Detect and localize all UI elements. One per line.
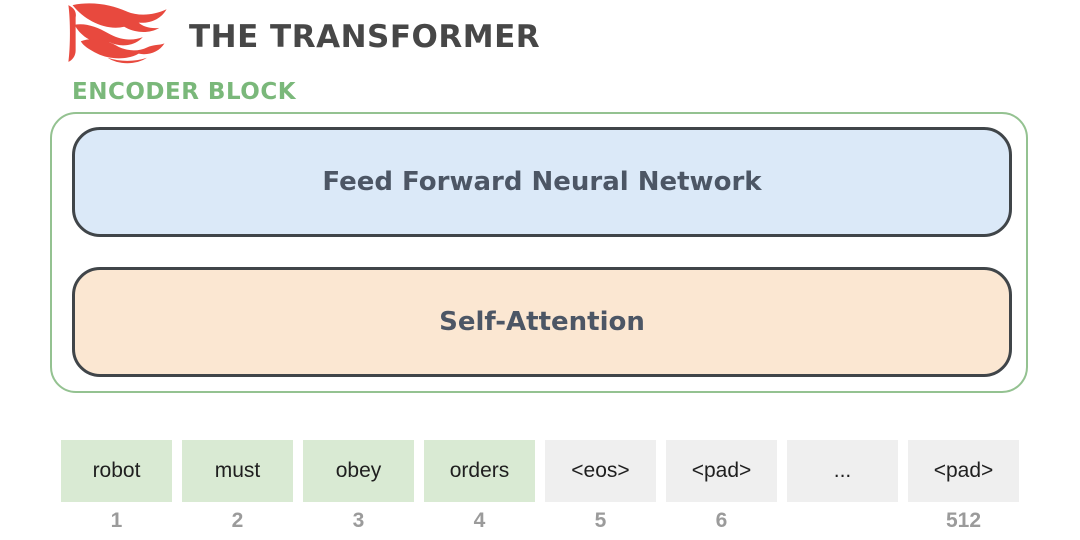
self-attention-layer-box: Self-Attention bbox=[72, 267, 1012, 377]
input-token-row: robot 1 must 2 obey 3 orders 4 <eos> 5 <… bbox=[61, 440, 1019, 533]
token-cell: <pad> bbox=[666, 440, 777, 502]
token-position-index: 5 bbox=[594, 509, 607, 532]
token-column: orders 4 bbox=[424, 440, 535, 533]
encoder-block-label: ENCODER BLOCK bbox=[72, 79, 297, 105]
token-position-index: 6 bbox=[715, 509, 728, 532]
token-position-index: 1 bbox=[110, 509, 123, 532]
token-column: must 2 bbox=[182, 440, 293, 533]
token-cell: robot bbox=[61, 440, 172, 502]
token-position-index: 4 bbox=[473, 509, 486, 532]
token-column: robot 1 bbox=[61, 440, 172, 533]
page-title: THE TRANSFORMER bbox=[189, 19, 541, 55]
flame-logo-icon bbox=[68, 3, 167, 64]
token-column: <eos> 5 bbox=[545, 440, 656, 533]
token-cell: obey bbox=[303, 440, 414, 502]
feed-forward-layer-box: Feed Forward Neural Network bbox=[72, 127, 1012, 237]
token-column: <pad> 6 bbox=[666, 440, 777, 533]
token-cell: must bbox=[182, 440, 293, 502]
token-cell: ... bbox=[787, 440, 898, 502]
encoder-block-container: Feed Forward Neural Network Self-Attenti… bbox=[50, 112, 1028, 393]
token-column: obey 3 bbox=[303, 440, 414, 533]
token-position-index: 3 bbox=[352, 509, 365, 532]
token-column: <pad> 512 bbox=[908, 440, 1019, 533]
token-position-index: 512 bbox=[945, 509, 982, 532]
token-cell: orders bbox=[424, 440, 535, 502]
token-cell: <eos> bbox=[545, 440, 656, 502]
token-column: ... bbox=[787, 440, 898, 533]
token-position-index: 2 bbox=[231, 509, 244, 532]
token-cell: <pad> bbox=[908, 440, 1019, 502]
